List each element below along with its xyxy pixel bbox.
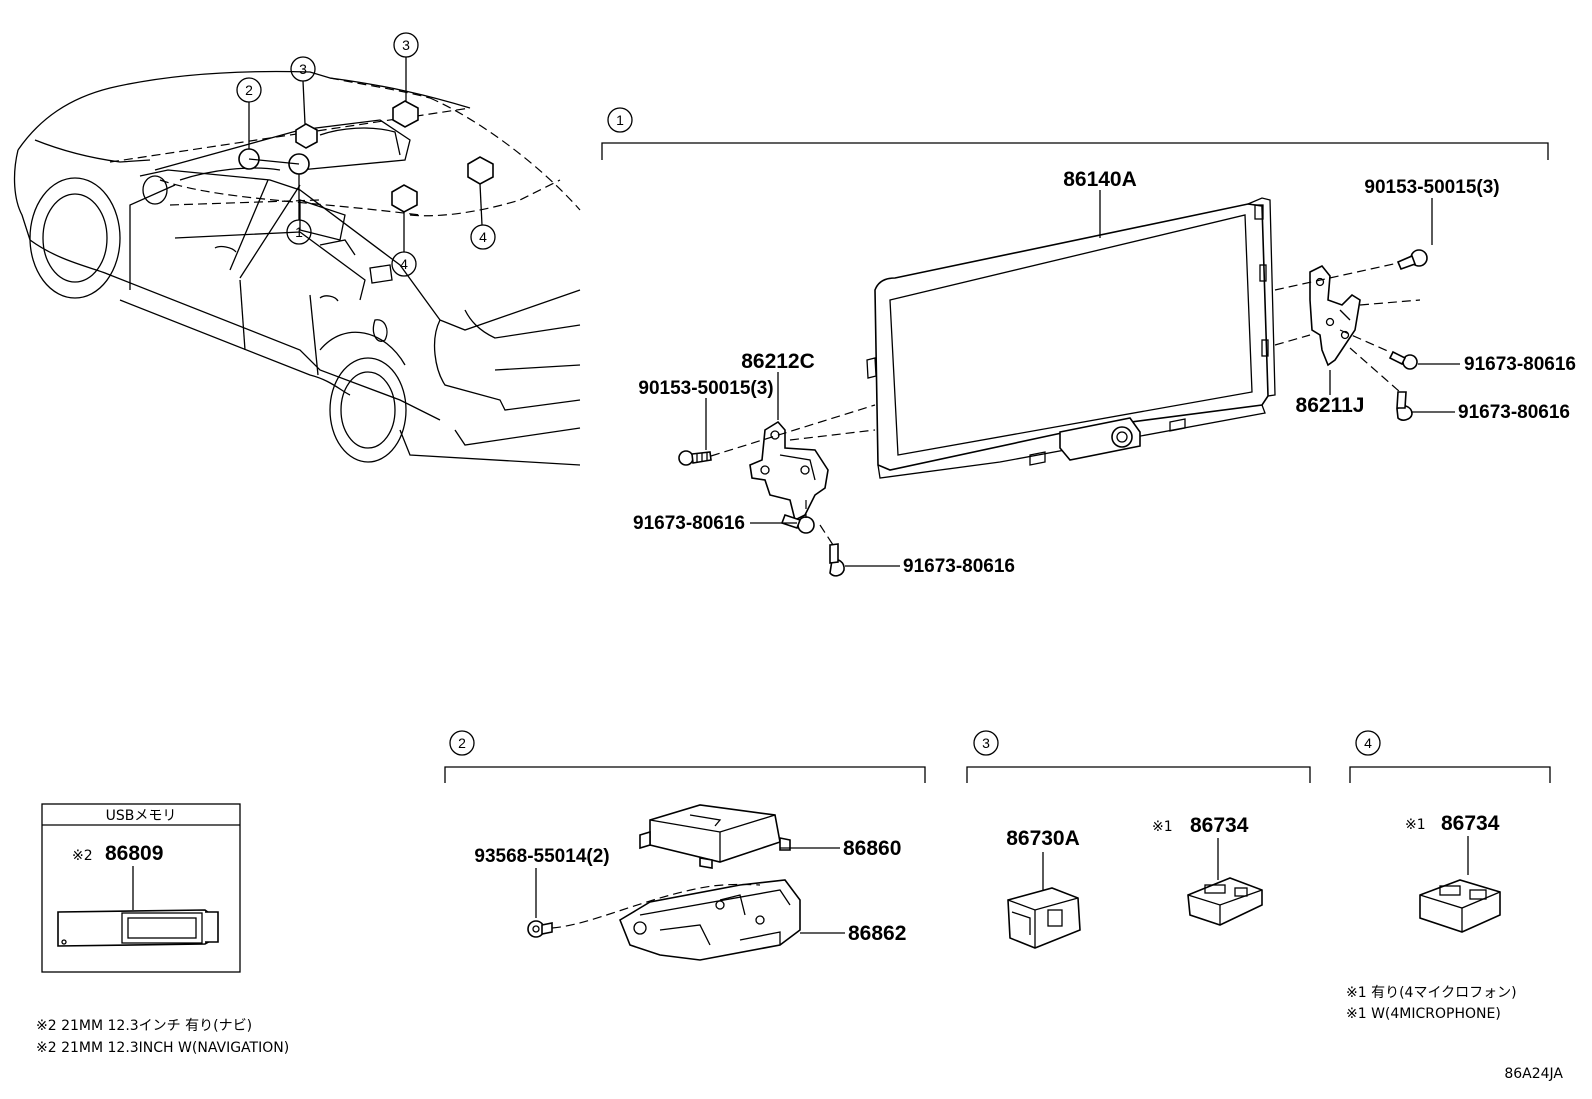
group-3-label: 3 (982, 735, 990, 751)
hex-marker-3b (392, 100, 419, 128)
label-screw-93568: 93568-55014(2) (474, 846, 609, 867)
usb-stick-drawing (57, 909, 219, 947)
note-1-en: ※1 W(4MICROPHONE) (1346, 1006, 1501, 1022)
group-4-bracket (1349, 766, 1551, 783)
label-bracket-86862: 86862 (848, 922, 906, 945)
label-part-86734-g3: 86734 (1190, 814, 1249, 837)
note-2-en: ※2 21MM 12.3INCH W(NAVIGATION) (36, 1040, 289, 1056)
module-86860-drawing (639, 804, 791, 869)
footnotes: ※2 21MM 12.3インチ 有り(ナビ) ※2 21MM 12.3INCH … (36, 1018, 1563, 1082)
callout-3a: 3 (299, 61, 307, 77)
label-bracket-left: 86212C (741, 350, 815, 373)
group-4-label: 4 (1364, 735, 1372, 751)
part-b-mark: ※1 (1152, 819, 1173, 835)
usb-memory-box: USBメモリ ※2 86809 (41, 803, 241, 973)
label-bolt-right-2: 91673-80616 (1458, 402, 1570, 423)
hex-marker-3a (295, 123, 318, 149)
group-4-part-mark: ※1 (1405, 817, 1426, 833)
label-part-86730a: 86730A (1006, 827, 1080, 850)
callout-4b: 4 (479, 229, 487, 245)
bracket-left-drawing (749, 420, 829, 522)
fasteners-group-1 (678, 249, 1428, 577)
group-1-bracket (601, 142, 1549, 160)
part-86734-g3-drawing (1187, 877, 1263, 926)
usb-part-number: 86809 (105, 842, 163, 865)
callout-4a: 4 (400, 256, 408, 272)
label-bolt-left-1: 91673-80616 (633, 513, 745, 534)
group-2-label: 2 (458, 735, 466, 751)
note-2-jp: ※2 21MM 12.3インチ 有り(ナビ) (36, 1018, 252, 1034)
group-2: 2 (444, 730, 926, 961)
part-86730a-drawing (1007, 887, 1081, 949)
diagram-id: 86A24JA (1504, 1066, 1563, 1082)
label-screw-left-top: 90153-50015(3) (638, 378, 773, 399)
part-86734-g4-drawing (1419, 879, 1501, 933)
screw-93568-drawing (527, 920, 553, 938)
callout-1: 1 (295, 224, 303, 240)
hex-marker-4a (391, 184, 418, 213)
hex-marker-4b (467, 156, 494, 185)
group-3-bracket (966, 766, 1311, 783)
callout-2: 2 (245, 82, 253, 98)
note-1-jp: ※1 有り(4マイクロフォン) (1346, 985, 1517, 1001)
usb-box-title: USBメモリ (106, 808, 177, 824)
leaders-group-1 (705, 190, 1460, 567)
car-illustration (13, 70, 581, 466)
rear-wheel (329, 357, 407, 463)
group-2-bracket (444, 766, 926, 783)
side-mirror (142, 175, 168, 205)
label-display: 86140A (1063, 168, 1137, 191)
label-screw-right-top: 90153-50015(3) (1364, 177, 1499, 198)
group-1-label: 1 (616, 112, 624, 128)
group-2-assembly-line (551, 883, 761, 929)
car-callout-labels: 2 3 3 1 4 4 (236, 32, 496, 277)
assembly-lines-group-1 (710, 262, 1421, 549)
bracket-right-drawing (1309, 264, 1361, 367)
group-4: 4 ※1 86734 ※1 有り(4マイクロフォン) ※1 W(4MICROPH… (1346, 730, 1551, 1022)
label-bolt-left-2: 91673-80616 (903, 556, 1015, 577)
group-1: 1 (601, 107, 1576, 577)
display-unit-drawing (866, 197, 1276, 479)
label-bracket-right: 86211J (1296, 394, 1365, 417)
front-wheel (29, 177, 121, 299)
bracket-86862-drawing (619, 879, 801, 961)
label-module-86860: 86860 (843, 837, 901, 860)
usb-mark: ※2 (72, 848, 93, 864)
label-bolt-right-1: 91673-80616 (1464, 354, 1576, 375)
callout-3b: 3 (402, 37, 410, 53)
car-markers (238, 57, 494, 252)
group-3: 3 86730A ※1 86734 (966, 730, 1311, 949)
label-part-86734-g4: 86734 (1441, 812, 1500, 835)
